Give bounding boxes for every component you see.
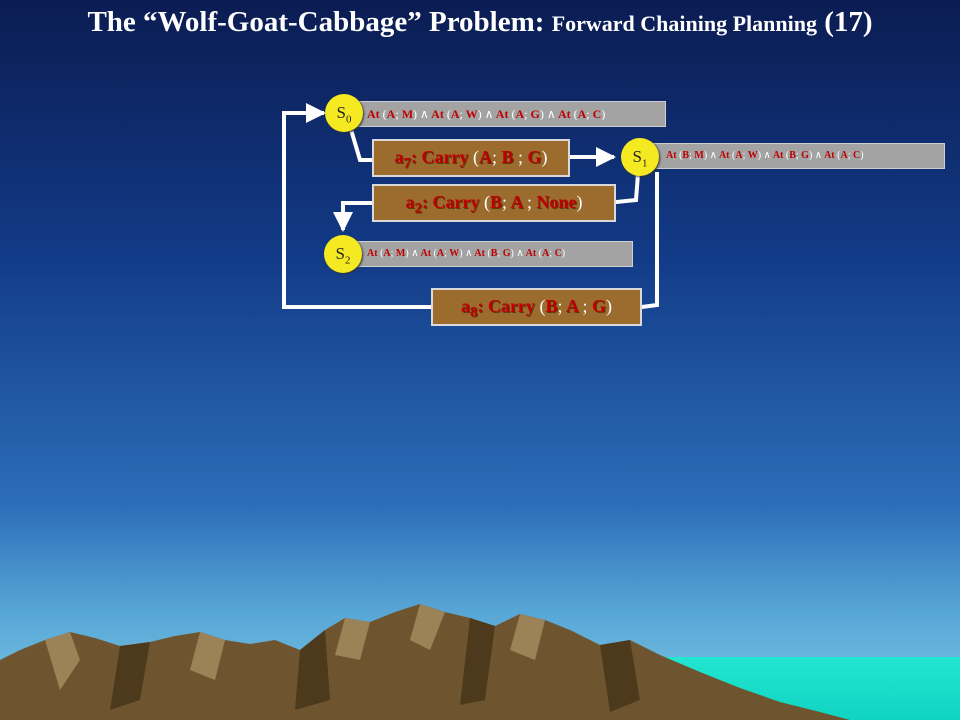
pred-s0-2: At (A; W) <box>431 107 482 121</box>
title-number: (17) <box>816 6 873 38</box>
pred-s1-3: At (B; G) <box>772 150 813 161</box>
pred-s2-1: At (A; M) <box>367 248 409 259</box>
wire-a8-to-s0 <box>282 103 433 309</box>
state-node-s1: S1 <box>621 138 659 176</box>
action-box-a2: a2: Carry (B; A ; None) <box>372 184 616 222</box>
state-bar-s2: At (A; M) ∧ At (A; W) ∧ At (B; G) ∧ At (… <box>344 241 633 267</box>
pred-s0-3: At (A; G) <box>495 107 544 121</box>
pred-s0-1: At (A; M) <box>367 107 418 121</box>
title-main: The “Wolf-Goat-Cabbage” Problem: <box>87 6 552 38</box>
pred-s1-1: At (B; M) <box>666 150 708 161</box>
slide-title: The “Wolf-Goat-Cabbage” Problem: Forward… <box>0 6 960 39</box>
wire-a2-to-s2 <box>333 201 374 232</box>
state-bar-s1: At (B; M) ∧ At (A; W) ∧ At (B; G) ∧ At (… <box>641 143 945 169</box>
wire-s0-to-a7 <box>349 130 374 162</box>
pred-s1-2: At (A; W) <box>718 150 762 161</box>
wire-s1-to-a8 <box>639 172 659 310</box>
action-box-a8: a8: Carry (B; A ; G) <box>431 288 642 326</box>
action-box-a7: a7: Carry (A; B ; G) <box>372 139 570 177</box>
pred-s2-3: At (B; G) <box>474 248 514 259</box>
pred-s2-2: At (A; W) <box>420 248 463 259</box>
pred-s2-4: At (A; C) <box>525 248 566 259</box>
pred-s1-4: At (A; C) <box>824 150 864 161</box>
mountain-highlights <box>45 604 545 690</box>
state-node-s2: S2 <box>324 235 362 273</box>
state-node-s0: S0 <box>325 94 363 132</box>
state-bar-s0: At (A; M) ∧ At (A; W) ∧ At (A; G) ∧ At (… <box>344 101 666 127</box>
title-sub: Forward Chaining Planning <box>551 11 817 36</box>
wire-s1-to-a2 <box>613 171 641 205</box>
pred-s0-4: At (A; C) <box>557 107 606 121</box>
